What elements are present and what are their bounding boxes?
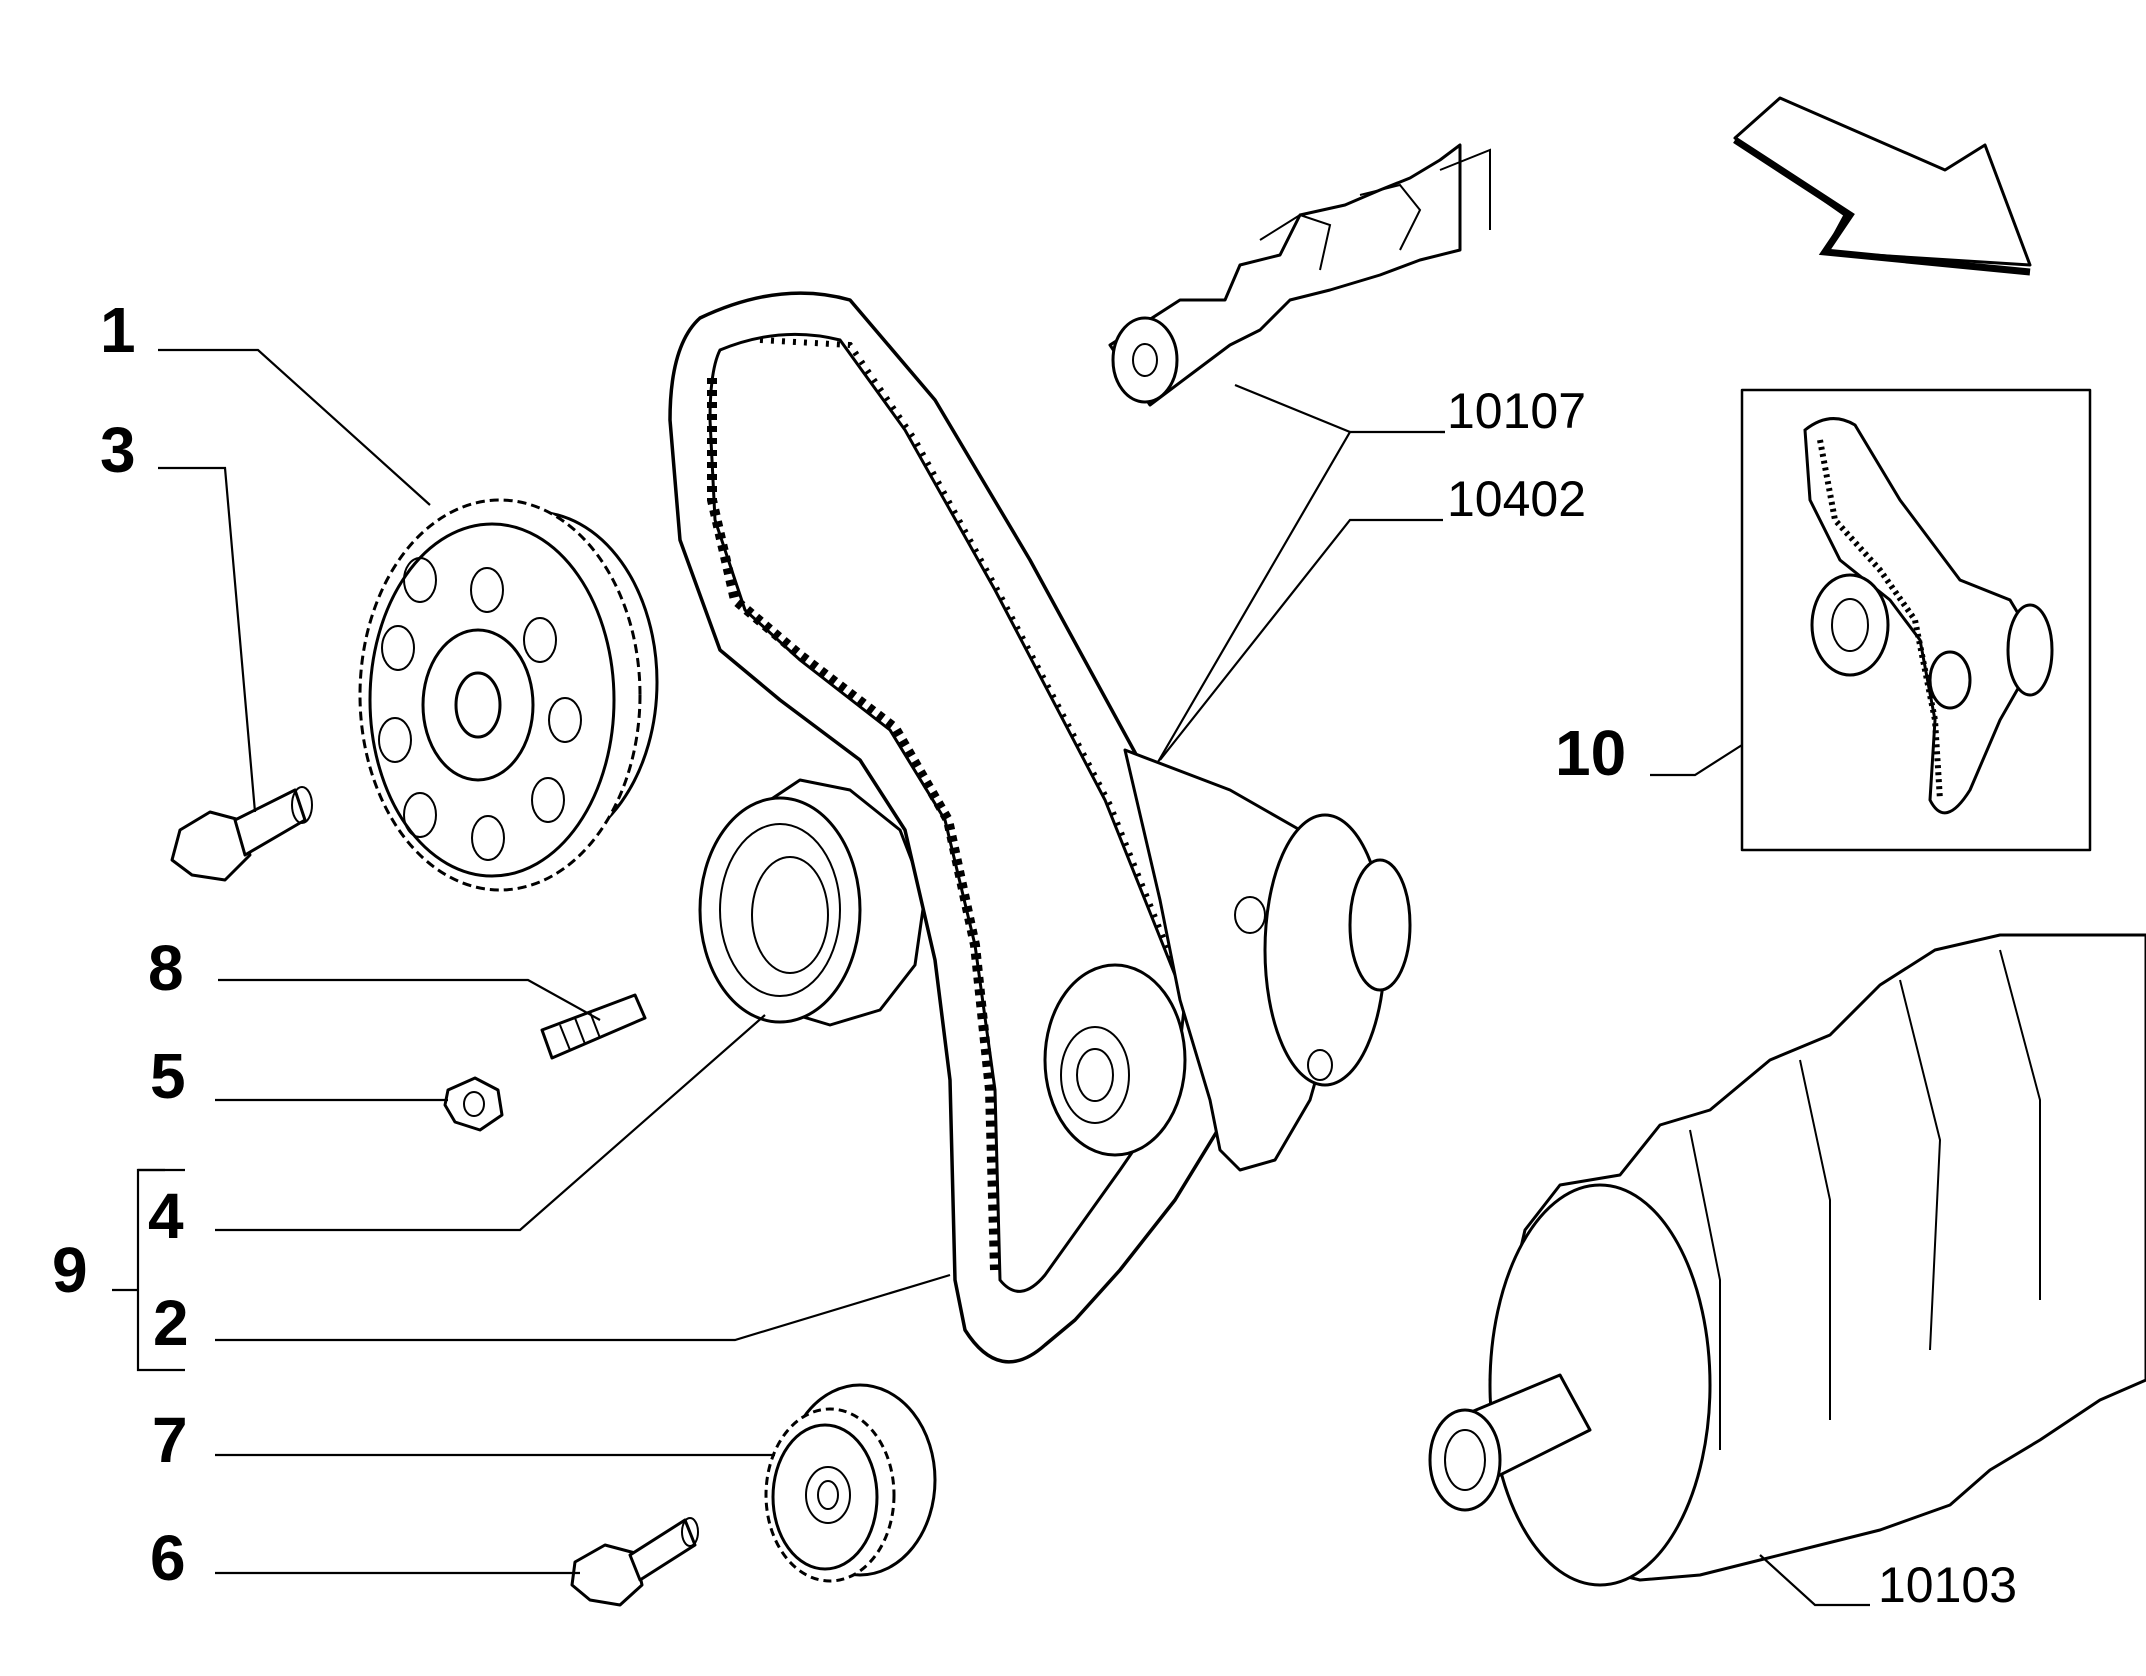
callout-7: 7	[152, 1404, 188, 1476]
callout-1: 1	[100, 294, 136, 366]
direction-arrow-icon	[1733, 96, 2032, 276]
callout-6: 6	[150, 1522, 186, 1594]
camshaft-part	[1108, 143, 1491, 407]
callout-9: 9	[52, 1234, 88, 1306]
callout-5: 5	[150, 1040, 186, 1112]
crankshaft-gear-part	[764, 1383, 937, 1583]
stud-part	[540, 993, 647, 1060]
leader-lines	[112, 348, 1870, 1607]
callout-2: 2	[153, 1287, 189, 1359]
bolt-part	[170, 786, 313, 882]
camshaft-gear-part	[358, 498, 659, 892]
tensioner-pulley-part	[698, 778, 927, 1027]
water-pump-housing-part	[1043, 748, 1412, 1172]
ref-10402: 10402	[1447, 471, 1586, 527]
callout-4: 4	[148, 1180, 184, 1252]
ref-10107: 10107	[1447, 383, 1586, 439]
crankshaft-part	[1428, 933, 2146, 1587]
callout-3: 3	[100, 414, 136, 486]
callout-8: 8	[148, 932, 184, 1004]
ref-10103: 10103	[1878, 1557, 2017, 1613]
kit-inset-box	[1740, 388, 2092, 852]
flange-bolt-part	[570, 1517, 699, 1607]
nut-part	[443, 1076, 504, 1132]
callout-10: 10	[1555, 717, 1626, 789]
